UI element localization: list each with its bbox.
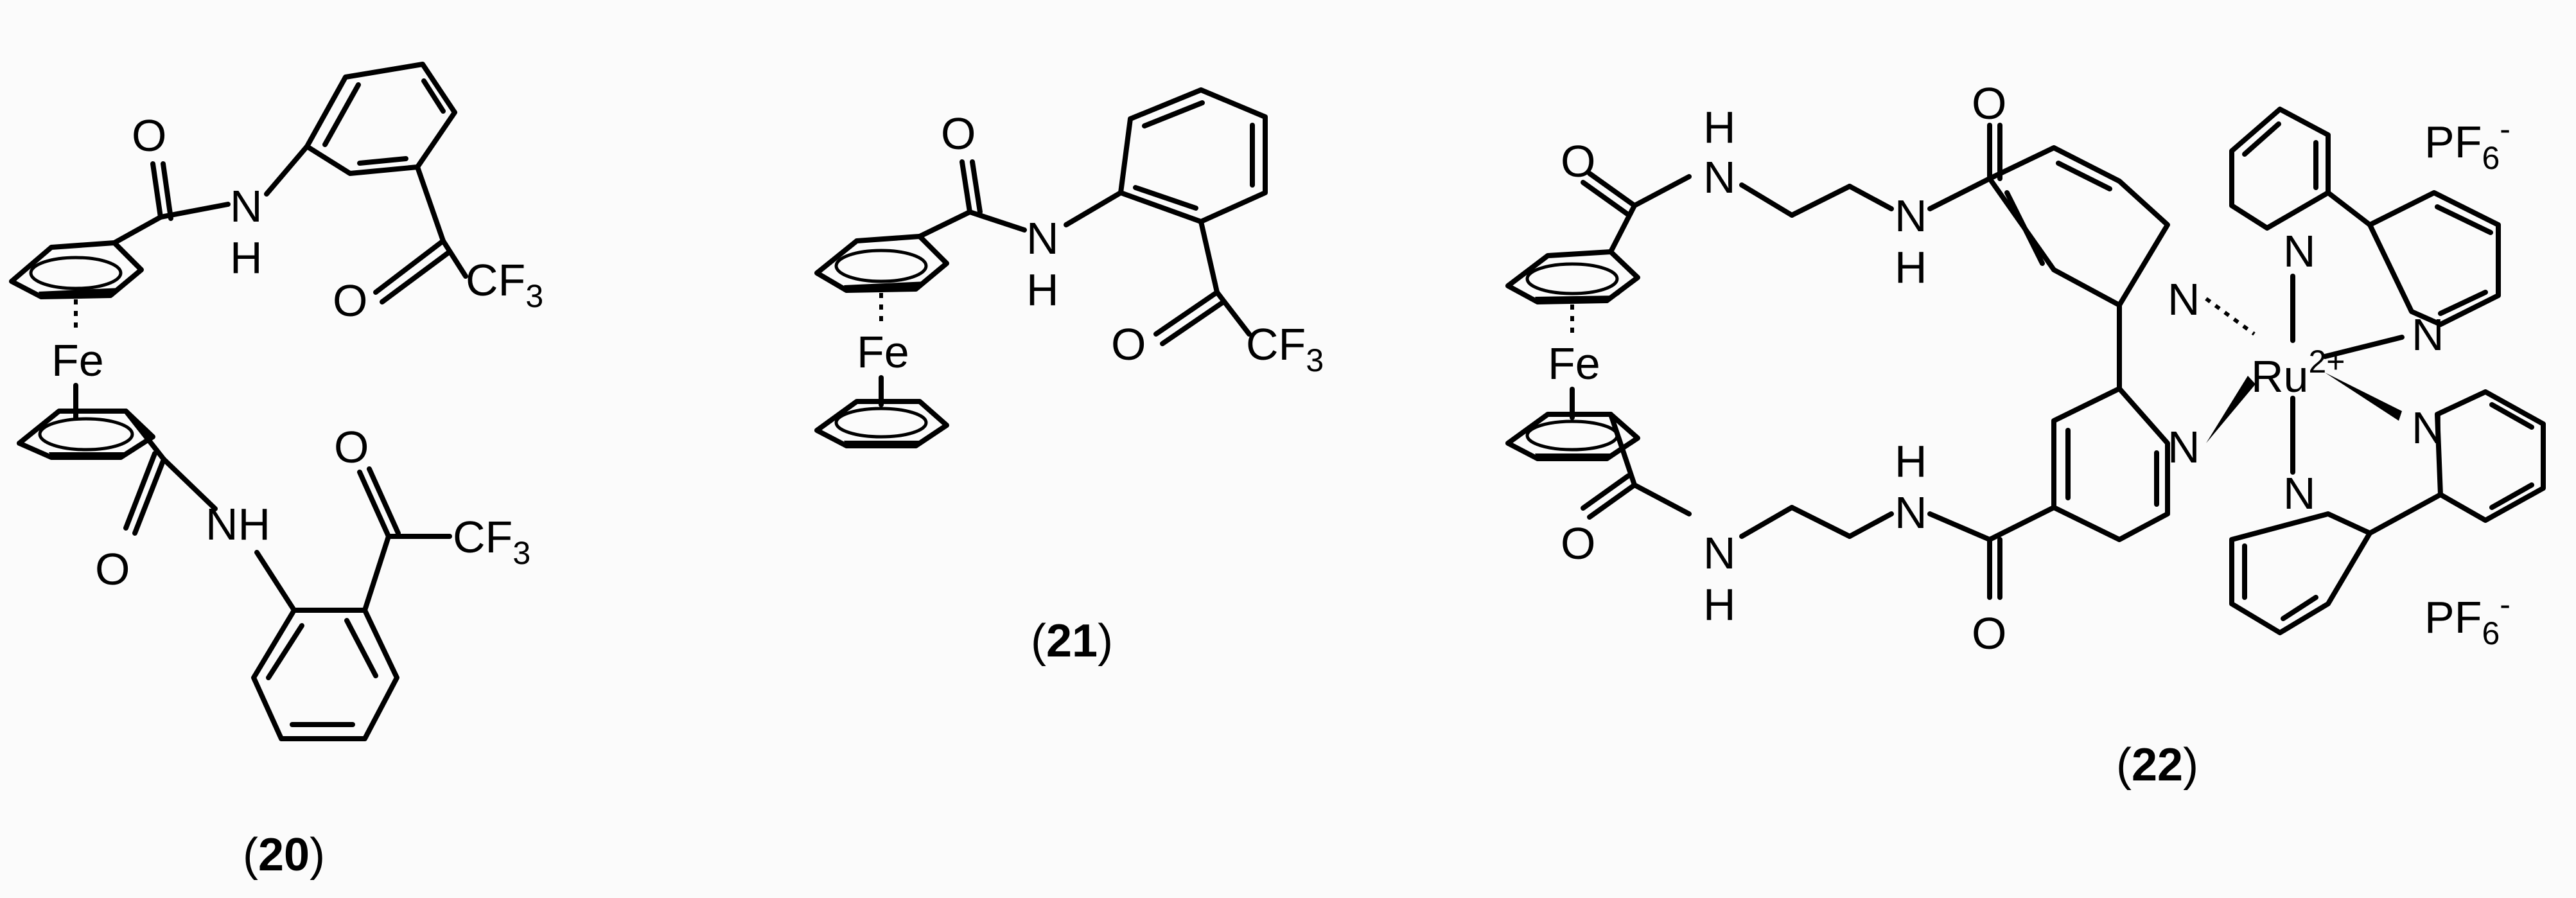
bipyridine-upper xyxy=(2229,107,2501,327)
atom-n-top-b: N xyxy=(1895,191,1927,241)
cp-ring-upper xyxy=(814,209,972,293)
cp-ring-lower xyxy=(814,399,949,448)
caption-21: (21) xyxy=(1031,615,1113,667)
atom-o-lower-ketone: O xyxy=(334,422,369,472)
atom-cf3-lower: CF3 xyxy=(453,512,530,571)
atom-fe: Fe xyxy=(51,335,104,385)
atom-o-bot-right: O xyxy=(1972,608,2006,658)
pyridine-ring-upper xyxy=(1987,145,2170,308)
cp-ring-upper xyxy=(9,215,163,299)
atom-h-amide: H xyxy=(1026,265,1059,315)
atom-n-bot-b: N xyxy=(1895,488,1927,538)
pyridine-ring-lower xyxy=(2051,386,2170,542)
benzene-ring xyxy=(1118,87,1268,224)
caption-22: (22) xyxy=(2116,739,2198,791)
atom-h-top-a: H xyxy=(1703,102,1736,152)
atom-o-top-left: O xyxy=(1561,136,1595,186)
benzene-ring-upper xyxy=(304,62,457,176)
atom-h-top-b: H xyxy=(1895,242,1927,292)
atom-n-bpy1a: N xyxy=(2283,226,2316,276)
atom-n-upper-amide: N xyxy=(230,181,263,231)
atom-n-amide: N xyxy=(1026,213,1059,263)
atom-o-ketone: O xyxy=(1111,319,1146,369)
atom-cf3-upper: CF3 xyxy=(466,255,543,314)
atom-n-bpy2b: N xyxy=(2283,468,2316,518)
atom-n-bot-a: N xyxy=(1703,528,1736,578)
bipyridine-lower xyxy=(2229,389,2546,635)
counterion-pf6-top: PF6- xyxy=(2424,111,2510,176)
atom-o-top-right: O xyxy=(1972,78,2006,128)
atom-fe: Fe xyxy=(857,327,909,377)
cp-ring-lower xyxy=(17,409,166,462)
atom-o-upper-amide: O xyxy=(132,110,166,161)
compound-22: Fe O H N N H O N xyxy=(1505,78,2546,791)
caption-20: (20) xyxy=(243,829,325,881)
atom-fe: Fe xyxy=(1548,339,1600,389)
atom-o-bot-left: O xyxy=(1561,518,1595,568)
cp-ring-upper xyxy=(1505,203,1640,304)
atom-h-upper-amide: H xyxy=(230,233,263,283)
compound-21: Fe O N H O CF3 (21) xyxy=(814,87,1324,667)
atom-o-upper-ketone: O xyxy=(333,276,367,326)
atom-nh-lower-amide: NH xyxy=(206,499,270,549)
ru-n-bond-dashed xyxy=(2205,297,2256,336)
atom-o-amide: O xyxy=(941,109,976,159)
ru-n-bond-wedge xyxy=(2206,376,2256,443)
cp-ring-lower xyxy=(1505,412,1640,488)
atom-n-top-a: N xyxy=(1703,152,1736,202)
atom-o-lower-amide: O xyxy=(95,544,130,594)
atom-n-pyridine-lower: N xyxy=(2168,422,2200,472)
counterion-pf6-bottom: PF6- xyxy=(2424,586,2510,651)
atom-cf3: CF3 xyxy=(1246,319,1324,378)
atom-n-pyridine-upper: N xyxy=(2168,274,2200,324)
compound-20: Fe O N H O CF3 O xyxy=(9,62,543,881)
atom-h-bot-b: H xyxy=(1895,436,1927,486)
benzene-ring-lower xyxy=(251,608,399,741)
atom-h-bot-a: H xyxy=(1703,579,1736,629)
